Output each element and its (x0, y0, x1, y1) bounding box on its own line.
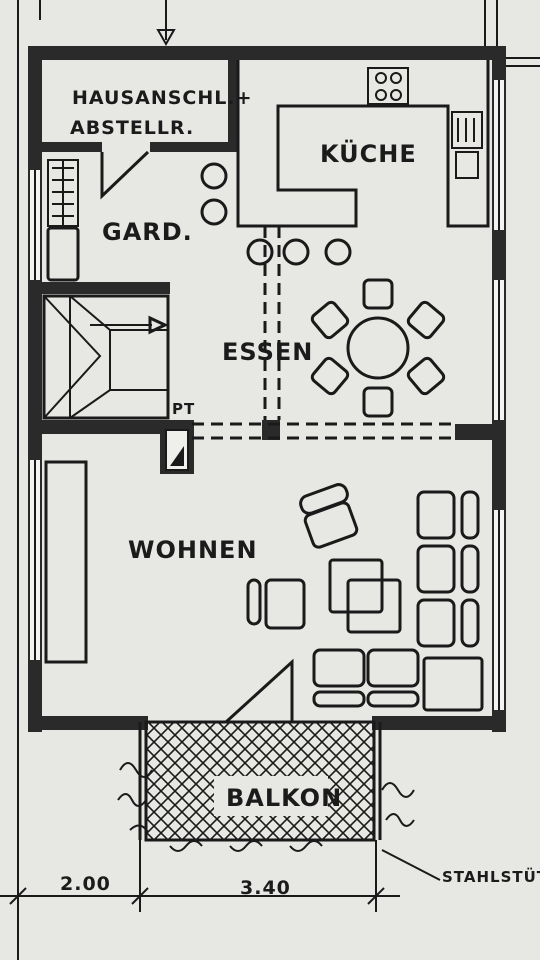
sideboard (44, 460, 88, 664)
burner-icon (390, 89, 402, 101)
dimension-line (0, 840, 400, 912)
dimension-right: 3.40 (240, 877, 291, 899)
plant-icon (117, 762, 153, 833)
room-label-wohnen: WOHNEN (128, 536, 258, 564)
burner-icon (375, 72, 387, 84)
stove (367, 67, 409, 105)
balcony (117, 720, 415, 852)
plant-icon (381, 782, 415, 827)
annotation-stahlstuetze: STAHLSTÜTZ (442, 867, 540, 886)
room-label-gard: GARD. (102, 218, 193, 246)
plant-icon (169, 840, 323, 852)
room-label-balkon: BALKON (226, 784, 342, 812)
outer-walls (28, 46, 506, 732)
bar-stools (200, 162, 352, 266)
living-furniture (44, 460, 484, 724)
room-label-pt: PT (172, 400, 195, 418)
room-label-hausanschl: HAUSANSCHL.+ (72, 87, 253, 109)
room-label-essen: ESSEN (222, 338, 313, 366)
room-label-kueche: KÜCHE (320, 138, 417, 168)
sink (451, 111, 483, 149)
room-label-abstellr: ABSTELLR. (70, 117, 194, 139)
beam-lines (192, 226, 455, 440)
burner-icon (375, 89, 387, 101)
dining-table (346, 316, 410, 380)
reference-lines (17, 0, 540, 960)
section-arrow-icon (156, 29, 176, 47)
wardrobe (46, 159, 80, 282)
burner-icon (390, 72, 402, 84)
staircase (42, 294, 170, 420)
leader-line (381, 849, 441, 881)
pt-shaft (165, 429, 189, 471)
dimension-left: 2.00 (60, 873, 111, 895)
dining-set (310, 278, 446, 418)
kitchen-counter (236, 60, 490, 228)
